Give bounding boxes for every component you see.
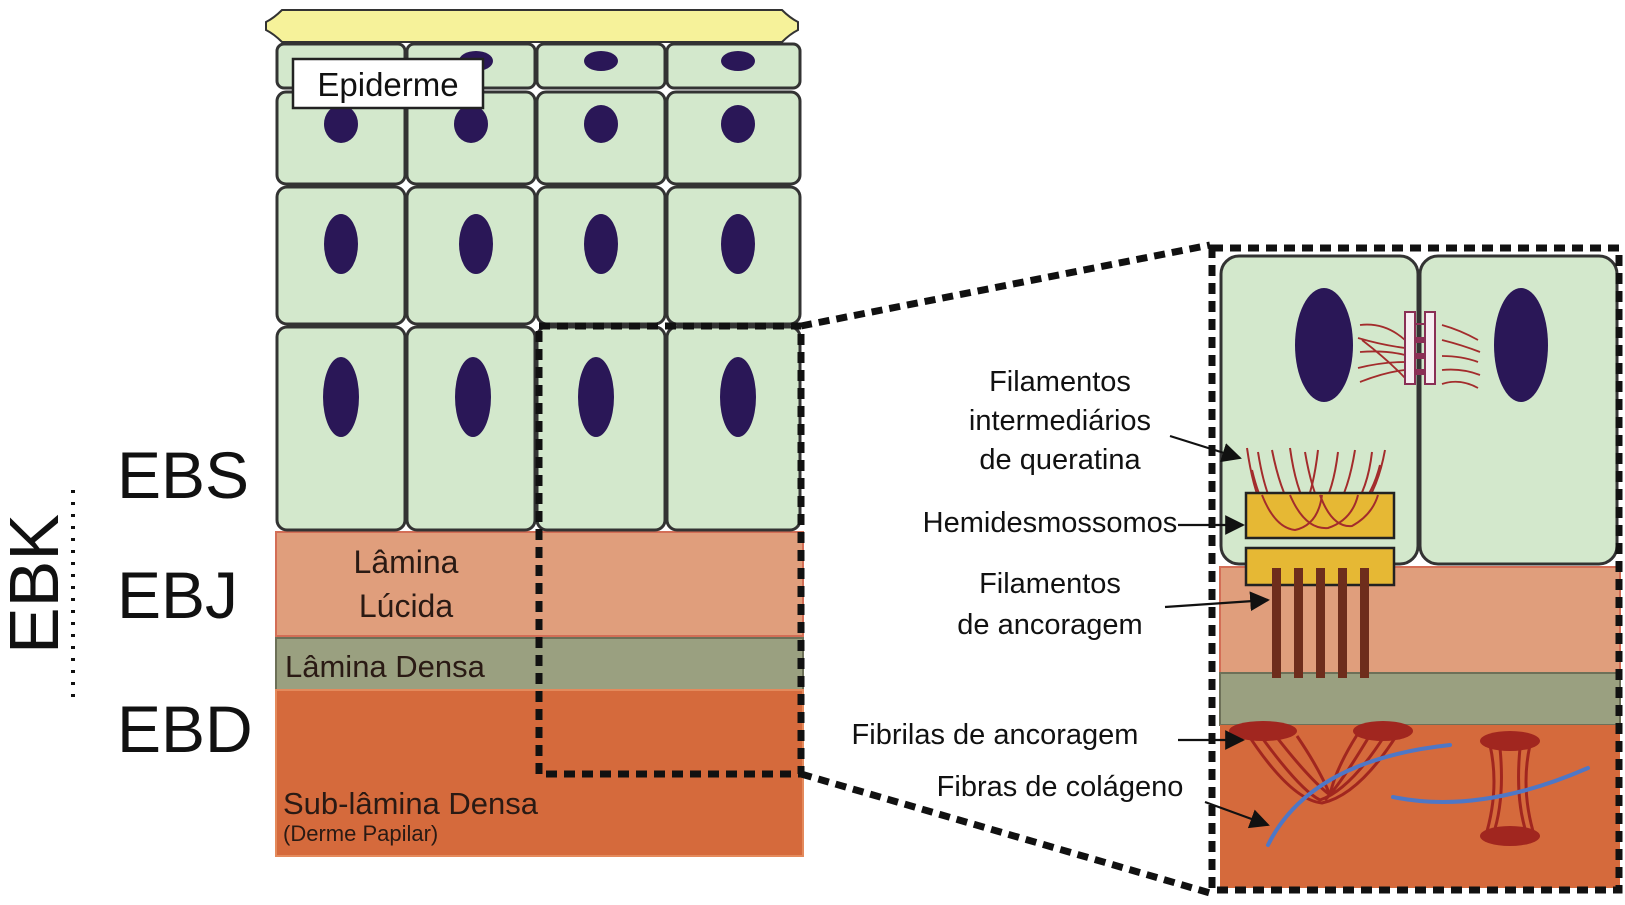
stratum-corneum: [265, 9, 799, 43]
epiderme-label: Epiderme: [317, 66, 458, 103]
anchoring-filaments: [1272, 568, 1369, 678]
zoom-connectors: [800, 241, 1211, 897]
detail-zoom-frame: [1208, 244, 1623, 894]
nucleus: [721, 105, 755, 143]
nucleus: [584, 51, 618, 71]
filamentos-intermediarios-label-line1: Filamentos: [989, 366, 1131, 398]
nucleus: [323, 357, 359, 437]
hemidesmosome-inner-plaque: [1244, 491, 1396, 540]
pointer-arrows: [1164, 434, 1270, 829]
detail-nucleus-right: [1494, 288, 1548, 402]
nucleus: [584, 214, 618, 274]
magnified-detail: [1208, 244, 1623, 894]
nucleus: [459, 214, 493, 274]
nucleus: [584, 105, 618, 143]
nucleus: [578, 357, 614, 437]
arrow-fibras-colageno: [1204, 800, 1270, 829]
fibrilas-ancoragem-label: Fibrilas de ancoragem: [852, 719, 1139, 751]
arrow-filamentos-intermediarios: [1169, 434, 1242, 463]
annotations: Filamentos intermediários de queratina H…: [852, 366, 1184, 803]
detail-nucleus-left: [1295, 288, 1353, 402]
epidermal-cells: [275, 42, 802, 532]
desmosome: [1404, 311, 1436, 385]
filamentos-ancoragem-label-line1: Filamentos: [979, 568, 1121, 600]
filamentos-ancoragem-label-line2: de ancoragem: [957, 609, 1142, 641]
keratin-overlap: [1261, 494, 1379, 532]
anchoring-fibril-plaques: [1229, 721, 1540, 846]
nucleus: [454, 105, 488, 143]
nucleus: [324, 214, 358, 274]
desmosome-keratin-filaments: [1357, 323, 1481, 389]
nucleus: [324, 105, 358, 143]
nucleus: [720, 357, 756, 437]
collagen-fibers: [1266, 743, 1590, 847]
sub-lamina-densa-label: Sub-lâmina Densa: [283, 786, 539, 821]
lamina-lucida-label-line1: Lâmina: [354, 544, 459, 580]
nucleus: [721, 214, 755, 274]
ebs-label: EBS: [117, 438, 249, 512]
ebd-label: EBD: [117, 692, 253, 766]
ebk-label: EBK: [0, 514, 73, 654]
nuclei: [323, 51, 756, 437]
detail-sub-lamina-densa: [1220, 725, 1620, 888]
fibras-colageno-label: Fibras de colágeno: [937, 771, 1184, 803]
hemidesmossomos-label: Hemidesmossomos: [923, 507, 1178, 539]
nucleus: [721, 51, 755, 71]
disease-labels: EBS EBJ EBD EBK: [0, 438, 253, 766]
derme-papilar-label: (Derme Papilar): [283, 821, 438, 846]
arrow-filamentos-ancoragem: [1164, 591, 1270, 612]
detail-lamina-densa: [1219, 672, 1621, 726]
zoom-region-box: [535, 322, 805, 778]
epiderme-label-box: [291, 57, 485, 110]
zoom-connector-top: [800, 241, 1211, 330]
nucleus: [455, 357, 491, 437]
lamina-densa-label: Lâmina Densa: [285, 649, 486, 684]
filamentos-intermediarios-label-line2: intermediários: [969, 405, 1151, 437]
filamentos-intermediarios-label-line3: de queratina: [979, 444, 1141, 476]
lamina-lucida-label-line2: Lúcida: [359, 588, 454, 624]
skin-section: Epiderme Lâmina Lúcida Lâmina Densa Sub-…: [265, 9, 805, 857]
ebj-label: EBJ: [117, 558, 238, 632]
